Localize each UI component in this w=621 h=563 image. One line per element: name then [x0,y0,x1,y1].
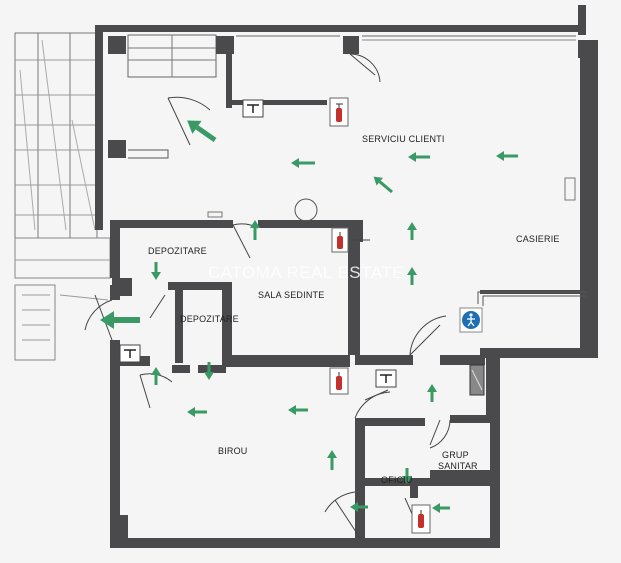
evacuation-arrow-icon [350,502,368,512]
evacuation-arrow-icon [407,222,417,240]
fire-extinguisher-icon [329,97,349,127]
room-label-sanitar: SANITAR [438,461,478,471]
evacuation-arrow-icon [408,152,430,162]
doors [84,53,490,539]
room-label-depozitare-1: DEPOZITARE [148,246,207,256]
evacuation-arrow-icon [432,503,450,513]
electrical-panel-icon [375,369,397,388]
evacuation-arrows [100,120,518,513]
evacuation-arrow-icon [407,267,417,285]
evacuation-arrow-icon [151,367,161,385]
evacuation-arrow-icon [187,407,207,417]
evacuation-arrow-icon [250,220,260,240]
casierie-counter [477,177,586,306]
electrical-panel-icon [242,99,264,118]
watermark: CATOMA REAL ESTATE [208,263,404,282]
evacuation-arrow-icon [427,384,437,402]
evacuation-arrow-icon [204,362,214,380]
evacuation-arrow-icon [496,151,518,161]
room-label-grup: GRUP [442,450,469,460]
room-label-sala-sedinte: SALA SEDINTE [258,290,324,300]
evacuation-arrow-icon [327,450,337,470]
stairs-icon [127,34,217,78]
accessibility-icon [459,307,483,333]
evacuation-arrow-icon [288,405,308,415]
room-label-serviciu-clienti: SERVICIU CLIENTI [362,134,445,144]
fire-extinguisher-icon [411,504,431,534]
fire-extinguisher-icon [331,227,349,253]
room-label-casierie: CASIERIE [516,234,560,244]
electrical-panel-icon [119,344,141,363]
evacuation-arrow-icon [187,120,217,143]
walls [95,5,598,548]
room-label-oficiu: OFICIU [381,475,413,485]
fire-extinguisher-icon [329,367,349,395]
room-label-depozitare-2: DEPOZITARE [180,314,239,324]
room-label-birou: BIROU [218,446,248,456]
windows [236,35,576,41]
evacuation-arrow-icon [373,176,393,194]
evacuation-arrow-icon [100,311,140,329]
evacuation-arrow-icon [291,158,315,168]
evacuation-arrow-icon [151,262,161,280]
evacuation-arrow-icon [402,468,412,484]
